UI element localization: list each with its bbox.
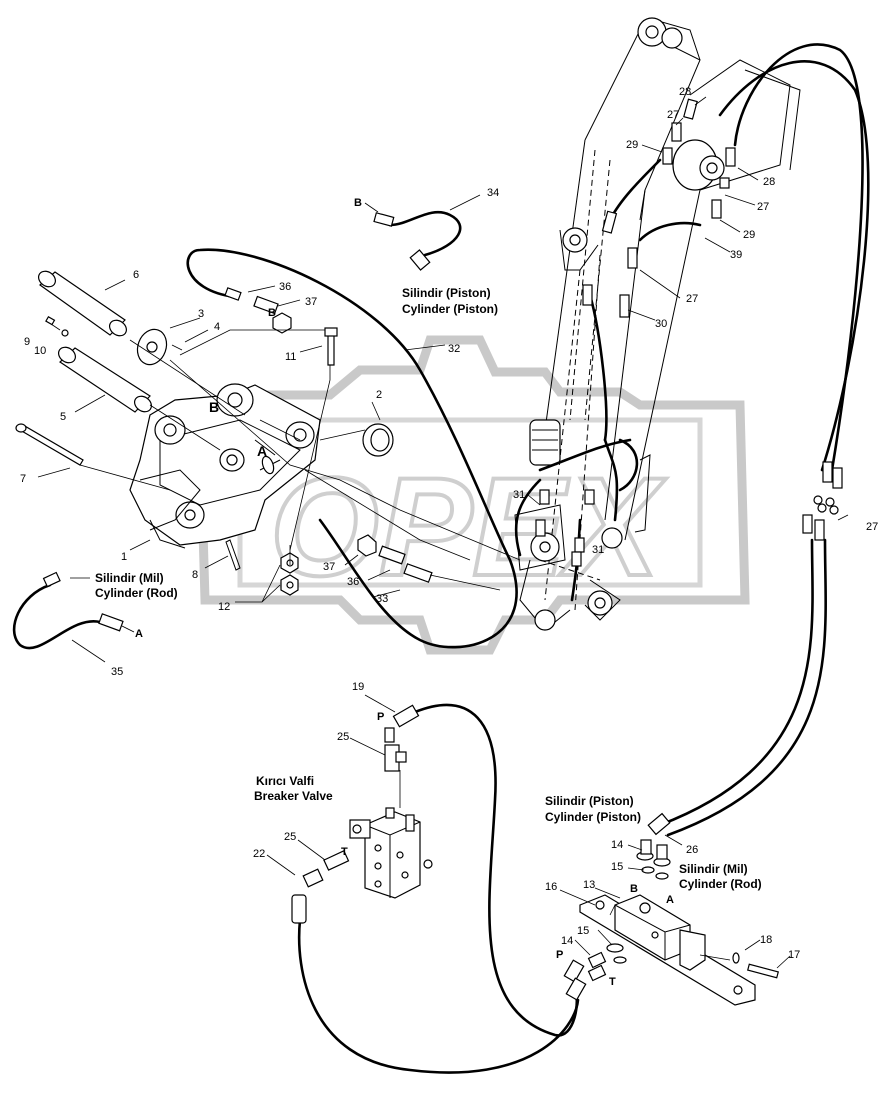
part-number: 5 (60, 411, 66, 423)
part-number: 27 (667, 109, 679, 121)
part-number: 28 (763, 176, 775, 188)
pin-5 (58, 346, 152, 413)
part-number: 25 (337, 731, 349, 743)
cylinder-piston-label-tr: Silindir (Piston) (402, 286, 491, 300)
fittings (535, 98, 843, 567)
part-number: 11 (285, 351, 296, 363)
port-label: B (268, 307, 276, 319)
part-number: 25 (284, 831, 296, 843)
boom-arm (514, 17, 801, 631)
part-number: 19 (352, 681, 364, 693)
part-number: 14 (561, 935, 573, 947)
port-label: B (354, 197, 362, 209)
quick-coupler (15, 212, 521, 632)
port-label: P (556, 949, 563, 961)
hose-27-right-a (733, 43, 864, 472)
part-number: 31 (513, 489, 525, 501)
part-number: 33 (376, 593, 388, 605)
port-label: T (341, 846, 348, 858)
part-number: 37 (305, 296, 317, 308)
port-label: A (135, 628, 143, 640)
part-number: 36 (279, 281, 291, 293)
part-numbers: 1 2 3 4 5 6 7 8 9 10 11 12 13 14 14 15 1… (20, 86, 878, 961)
hose-26 (658, 538, 814, 827)
part-number: 27 (686, 293, 698, 305)
part-number: 6 (133, 269, 139, 281)
part-number: 35 (111, 666, 123, 678)
breaker-valve-label-tr: Kırıcı Valfi (256, 774, 314, 788)
part-number: 8 (192, 569, 198, 581)
cylinder-piston-label-en: Cylinder (Piston) (402, 302, 498, 316)
callout-labels: Silindir (Piston) Cylinder (Piston) Sili… (70, 286, 762, 891)
part-number: 17 (788, 949, 800, 961)
part-number: 3 (198, 308, 204, 320)
part-number: 36 (347, 576, 359, 588)
port-label: A (666, 894, 674, 906)
part-number: 10 (34, 345, 46, 357)
pin-7 (19, 424, 84, 466)
watermark-logo: OPEX (195, 335, 750, 655)
breaker-valve (291, 704, 433, 924)
part-number: 9 (24, 336, 30, 348)
hose-32 (186, 248, 518, 649)
port-label: T (609, 976, 616, 988)
part-number: 1 (121, 551, 127, 563)
part-number: 13 (583, 879, 595, 891)
port-label: B (209, 399, 219, 415)
port-letters: B B B A A P T P T B A (121, 197, 674, 988)
part-number: 2 (376, 389, 382, 401)
part-number: 18 (760, 934, 772, 946)
part-number: 4 (214, 321, 220, 333)
cylinder-rod-bottom-tr: Silindir (Mil) (679, 862, 748, 876)
part-number: 7 (20, 473, 26, 485)
port-label: B (630, 883, 638, 895)
hose-34 (388, 210, 462, 257)
hose-27-right-b (718, 60, 870, 472)
cylinder-rod-label-en: Cylinder (Rod) (95, 586, 178, 600)
pin-6 (38, 270, 127, 337)
hose-19 (413, 703, 579, 1037)
part-number: 37 (323, 561, 335, 573)
cylinder-rod-bottom-en: Cylinder (Rod) (679, 877, 762, 891)
part-number: 29 (626, 139, 638, 151)
hose-35 (12, 583, 102, 650)
part-number: 15 (611, 861, 623, 873)
part-number: 29 (743, 229, 755, 241)
part-number: 14 (611, 839, 623, 851)
part-number: 12 (218, 601, 230, 613)
part-number: 31 (592, 544, 604, 556)
part-number: 32 (448, 343, 460, 355)
breaker-valve-label-en: Breaker Valve (254, 789, 333, 803)
part-number: 30 (655, 318, 667, 330)
port-label: A (257, 443, 267, 459)
part-number: 22 (253, 848, 265, 860)
part-number: 27 (757, 201, 769, 213)
mount-bracket (563, 812, 780, 1006)
leader-lines (37, 96, 849, 969)
part-number: 27 (866, 521, 878, 533)
hose-22 (297, 918, 580, 1074)
part-number: 15 (577, 925, 589, 937)
port-label: P (377, 711, 384, 723)
part-number: 16 (545, 881, 557, 893)
part-number: 39 (730, 249, 742, 261)
hose-26b (666, 538, 827, 837)
part-number: 28 (679, 86, 691, 98)
cylinder-piston-bottom-tr: Silindir (Piston) (545, 794, 634, 808)
watermark-text: OPEX (270, 448, 667, 605)
cylinder-piston-bottom-en: Cylinder (Piston) (545, 810, 641, 824)
part-number: 34 (487, 187, 499, 199)
hoses (12, 43, 870, 1074)
part-number: 26 (686, 844, 698, 856)
cylinder-rod-label-tr: Silindir (Mil) (95, 571, 164, 585)
